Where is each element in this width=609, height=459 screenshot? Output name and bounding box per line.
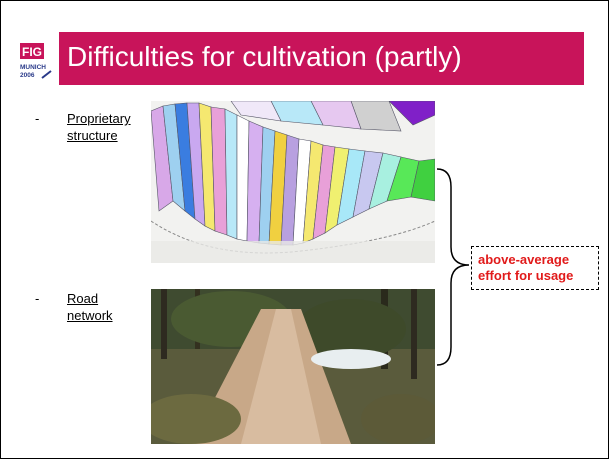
fig-logo: FIG MUNICH 2006 [20, 43, 52, 79]
logo-fig-text: FIG [22, 45, 42, 59]
parcel-map-image [151, 101, 435, 263]
logo-city-text: MUNICH [20, 64, 46, 71]
bullet-dash: - [35, 291, 40, 306]
logo-year-text: 2006 [20, 72, 35, 79]
slide-title: Difficulties for cultivation (partly) [67, 41, 462, 72]
bullet-label: Road network [67, 291, 113, 323]
bullet-dash: - [35, 111, 40, 126]
bullet-label: Proprietary structure [67, 111, 131, 143]
callout-line-2: effort for usage [478, 268, 574, 283]
callout-line-1: above-average [478, 252, 570, 267]
title-bar: Difficulties for cultivation (partly) [59, 32, 584, 85]
road-photo [151, 289, 435, 444]
callout-box: above-average effort for usage [471, 246, 599, 290]
curly-brace [436, 168, 470, 366]
